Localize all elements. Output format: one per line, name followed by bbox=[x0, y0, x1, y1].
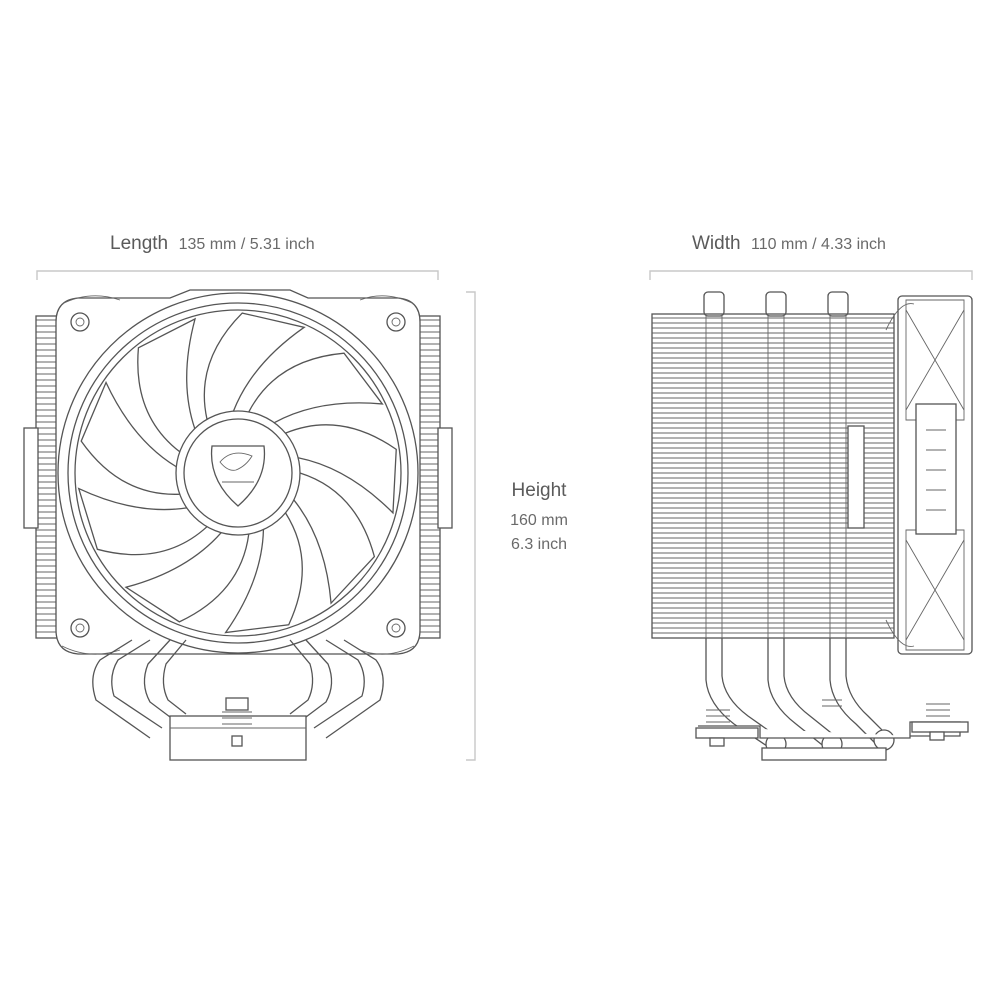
fan-blade bbox=[137, 317, 197, 453]
height-value-inch: 6.3 inch bbox=[510, 536, 568, 553]
side-vertical-pipes bbox=[705, 314, 847, 638]
height-value-mm: 160 mm bbox=[510, 512, 568, 529]
fan-blade bbox=[293, 472, 376, 605]
side-fan-logo bbox=[926, 429, 946, 511]
front-heat-pipes bbox=[92, 639, 384, 739]
side-fan bbox=[885, 295, 973, 655]
width-dimension-line bbox=[649, 270, 973, 280]
fan-blade bbox=[224, 511, 303, 634]
width-value: 110 mm / 4.33 inch bbox=[751, 236, 886, 253]
side-mounting-bracket bbox=[695, 699, 969, 761]
fan-blade bbox=[284, 424, 397, 515]
fan-blade bbox=[203, 312, 306, 421]
fan-blade bbox=[80, 380, 181, 495]
side-view-cooler bbox=[651, 291, 973, 761]
front-view-cooler bbox=[23, 289, 453, 761]
height-label: Height 160 mm 6.3 inch bbox=[480, 480, 598, 560]
front-fan-blades bbox=[77, 312, 397, 634]
fan-blade bbox=[124, 531, 250, 623]
height-dimension-line bbox=[466, 291, 476, 761]
length-label: Length 135 mm / 5.31 inch bbox=[110, 233, 315, 255]
length-dimension-line bbox=[36, 270, 439, 280]
cougar-head-logo bbox=[210, 445, 266, 507]
width-label: Width 110 mm / 4.33 inch bbox=[692, 233, 886, 255]
fan-blade bbox=[77, 487, 208, 556]
side-pipe-tops bbox=[703, 291, 849, 317]
width-title: Width bbox=[692, 233, 741, 254]
front-base-plate bbox=[169, 697, 307, 761]
length-value: 135 mm / 5.31 inch bbox=[178, 236, 315, 253]
fan-hub bbox=[175, 410, 301, 536]
height-title: Height bbox=[511, 480, 567, 501]
length-title: Length bbox=[110, 233, 169, 254]
fan-blade bbox=[247, 352, 384, 424]
